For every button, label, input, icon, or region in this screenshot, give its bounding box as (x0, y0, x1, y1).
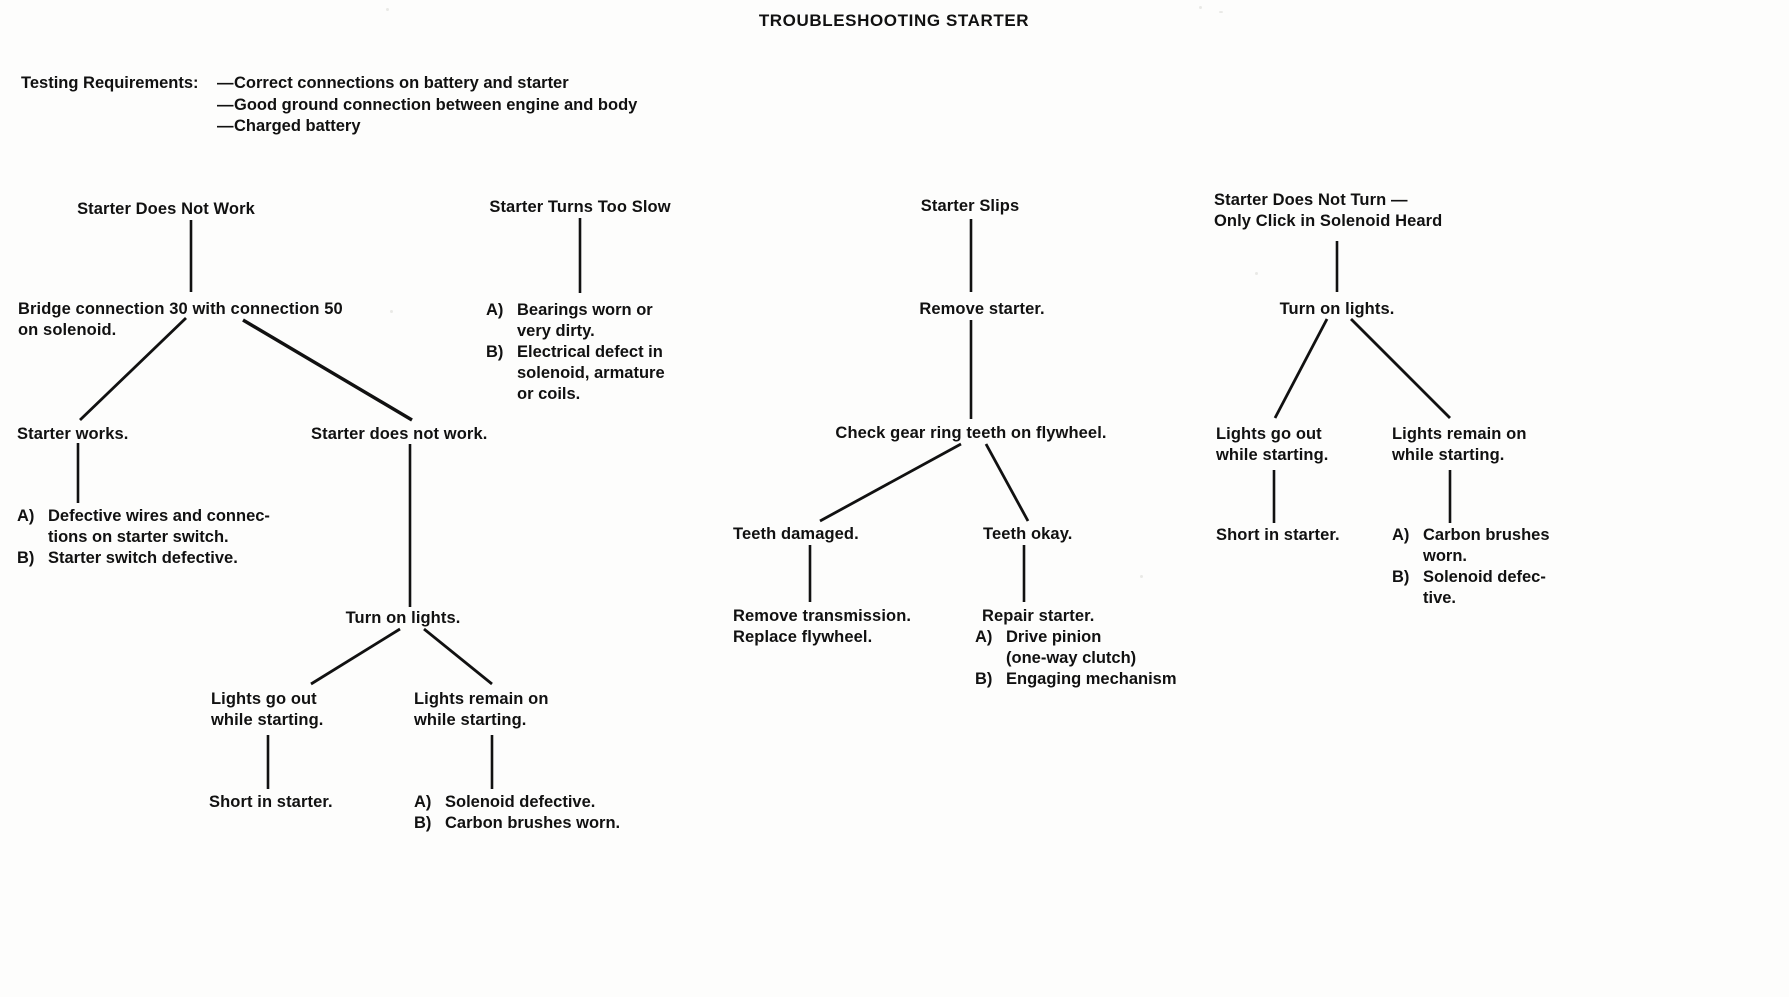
list-item: A) Carbon brushes worn. (1392, 525, 1622, 567)
list-marker: A) (975, 628, 993, 646)
list-text: Drive pinion (one-way clutch) (1006, 628, 1137, 667)
branch-heading-starter-turns-too-slow: Starter Turns Too Slow (489, 198, 671, 216)
list-marker: B) (17, 549, 35, 567)
list-item: B) Electrical defect in solenoid, armatu… (486, 342, 716, 405)
connector-lights-left (310, 627, 401, 686)
list-item: A) Drive pinion (one-way clutch) (975, 627, 1225, 669)
list-text: Bearings worn or very dirty. (517, 301, 653, 340)
list-item: B) Engaging mechanism (975, 669, 1225, 690)
node-starter-works: Starter works. (17, 425, 129, 443)
list-text: Electrical defect in solenoid, armature … (517, 343, 665, 403)
paper-speckle (390, 310, 393, 313)
node-lights-go-out-c4: Lights go out while starting. (1216, 425, 1329, 464)
connector-lights-right (423, 627, 493, 686)
list-marker: A) (414, 793, 432, 811)
connector-c4-lights-left (1273, 318, 1329, 419)
node-bridge-connection: Bridge connection 30 with connection 50 … (18, 300, 343, 339)
list-text: Carbon brushes worn. (1423, 526, 1550, 565)
branch-heading-starter-does-not-work: Starter Does Not Work (77, 200, 255, 218)
dash-glyph: — (217, 74, 234, 92)
list-marker: B) (486, 343, 504, 361)
list-lights-remain-causes-c1: A) Solenoid defective. B) Carbon brushes… (414, 792, 684, 834)
list-item: B) Starter switch defective. (17, 548, 347, 569)
connector-check-to-teeth-damaged (819, 442, 962, 523)
branch-heading-starter-does-not-turn: Starter Does Not Turn — Only Click in So… (1214, 191, 1443, 230)
requirements-row: — Charged battery (21, 116, 637, 138)
list-marker: B) (414, 814, 432, 832)
list-marker: B) (1392, 568, 1410, 586)
node-lights-remain-on-c1: Lights remain on while starting. (414, 690, 549, 729)
list-item: A) Bearings worn or very dirty. (486, 300, 716, 342)
node-starter-does-not-work: Starter does not work. (311, 425, 488, 443)
node-lights-go-out-c1: Lights go out while starting. (211, 690, 324, 729)
list-text: Solenoid defec- tive. (1423, 568, 1546, 607)
paper-speckle (1219, 11, 1223, 13)
list-text: Starter switch defective. (48, 549, 238, 567)
list-item: B) Carbon brushes worn. (414, 813, 684, 834)
list-item: A) Defective wires and connec- tions on … (17, 506, 347, 548)
node-check-gear-ring-teeth: Check gear ring teeth on flywheel. (835, 424, 1107, 442)
testing-requirements-block: Testing Requirements: — Correct connecti… (21, 73, 637, 138)
list-marker: B) (975, 670, 993, 688)
node-lights-remain-on-c4: Lights remain on while starting. (1392, 425, 1527, 464)
dash-glyph: — (217, 117, 234, 135)
requirement-item-1: Correct connections on battery and start… (234, 74, 569, 92)
paper-speckle (981, 634, 984, 637)
paper-speckle (1199, 6, 1202, 9)
list-text: Defective wires and connec- tions on sta… (48, 507, 270, 546)
list-text: Engaging mechanism (1006, 670, 1177, 688)
node-teeth-okay: Teeth okay. (983, 525, 1073, 543)
list-marker: A) (17, 507, 35, 525)
page-title: TROUBLESHOOTING STARTER (758, 11, 1030, 30)
requirement-item-3: Charged battery (234, 117, 361, 135)
requirements-row: — Good ground connection between engine … (21, 95, 637, 117)
node-repair-starter: Repair starter. (982, 607, 1095, 625)
node-short-in-starter-c4: Short in starter. (1216, 526, 1340, 544)
node-remove-starter: Remove starter. (919, 300, 1045, 318)
list-item: A) Solenoid defective. (414, 792, 684, 813)
list-lights-remain-causes-c4: A) Carbon brushes worn. B) Solenoid defe… (1392, 525, 1622, 609)
list-marker: A) (486, 301, 504, 319)
paper-speckle (1140, 575, 1143, 578)
list-text: Solenoid defective. (445, 793, 596, 811)
requirements-label: Testing Requirements: (21, 74, 199, 92)
list-item: B) Solenoid defec- tive. (1392, 567, 1622, 609)
connector-check-to-teeth-okay (984, 443, 1030, 522)
list-marker: A) (1392, 526, 1410, 544)
requirements-row: Testing Requirements: — Correct connecti… (21, 73, 637, 95)
node-teeth-damaged: Teeth damaged. (733, 525, 859, 543)
connector-c4-lights-right (1350, 318, 1451, 419)
list-repair-starter-items: A) Drive pinion (one-way clutch) B) Enga… (975, 627, 1225, 690)
paper-speckle (1255, 272, 1258, 275)
node-remove-transmission-replace-flywheel: Remove transmission. Replace flywheel. (733, 607, 912, 646)
node-short-in-starter-c1: Short in starter. (209, 793, 333, 811)
list-text: Carbon brushes worn. (445, 814, 621, 832)
paper-speckle (386, 8, 389, 11)
node-turn-on-lights-c4: Turn on lights. (1279, 300, 1395, 318)
requirement-item-2: Good ground connection between engine an… (234, 95, 638, 114)
list-starter-turns-too-slow-causes: A) Bearings worn or very dirty. B) Elect… (486, 300, 716, 405)
node-turn-on-lights-c1: Turn on lights. (345, 609, 461, 627)
dash-glyph: — (217, 95, 234, 114)
branch-heading-starter-slips: Starter Slips (920, 197, 1020, 215)
list-starter-works-causes: A) Defective wires and connec- tions on … (17, 506, 347, 569)
